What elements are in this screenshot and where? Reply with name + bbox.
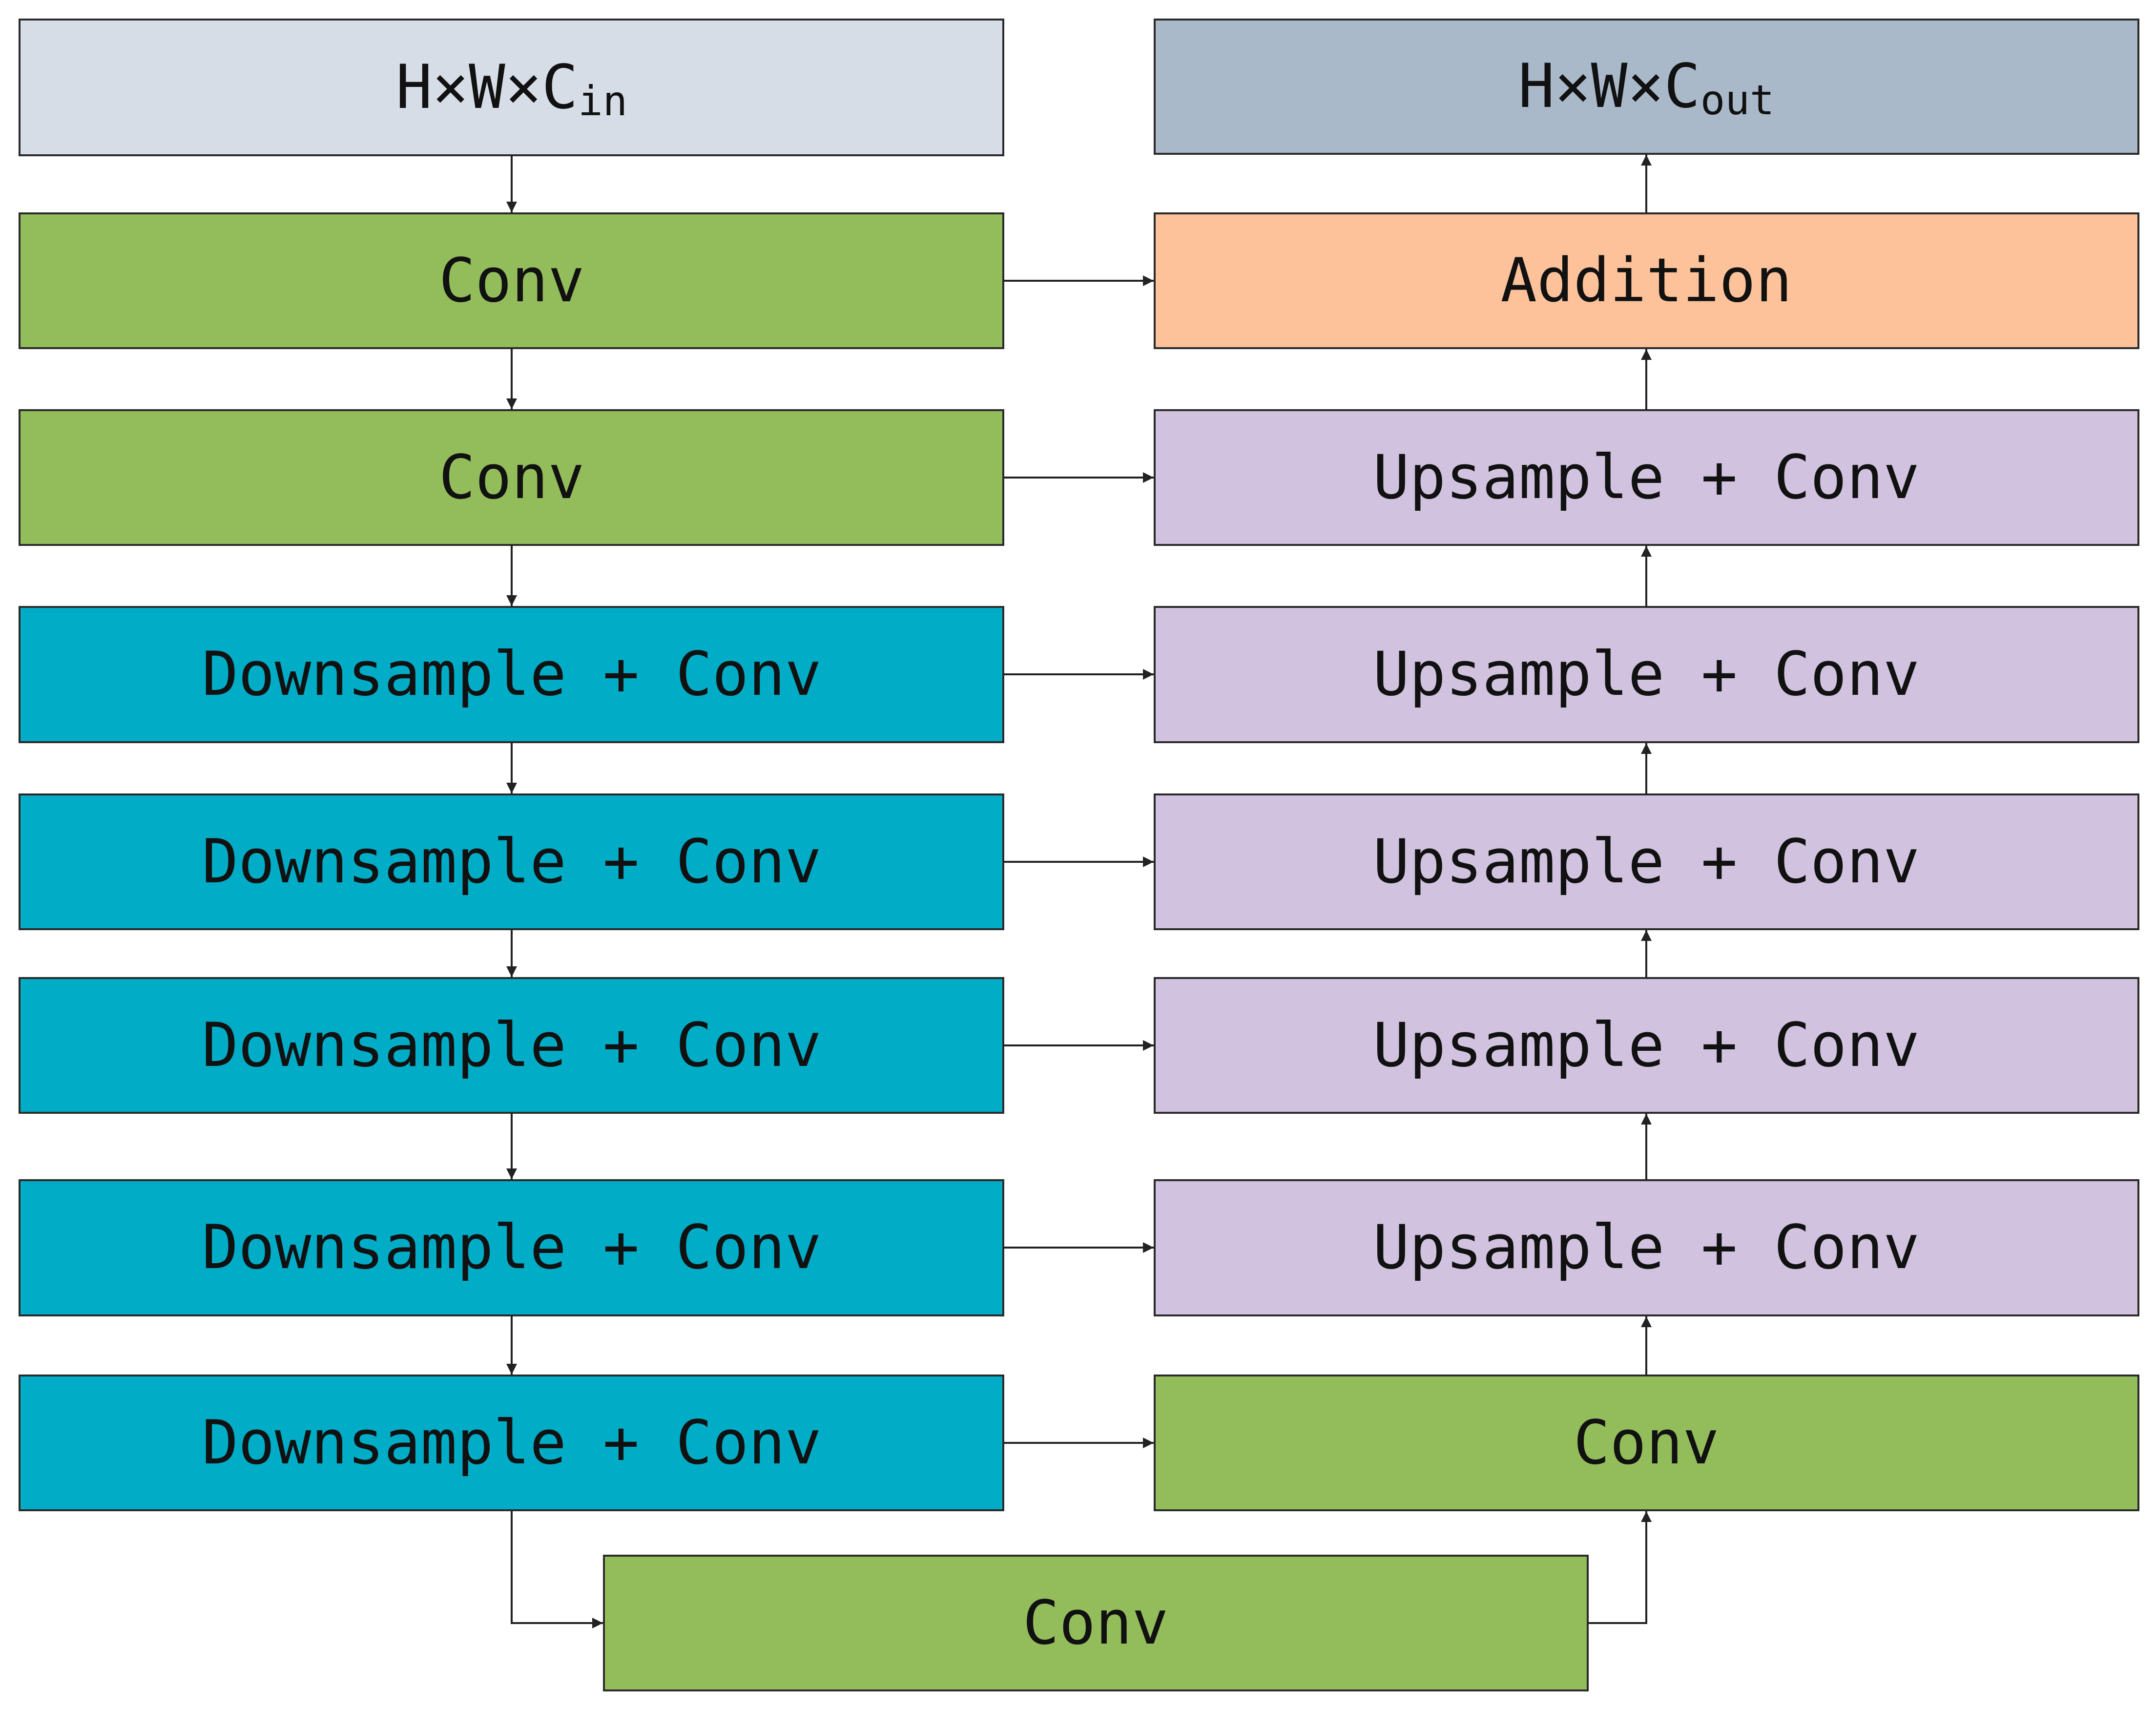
decoder-conv-block: Conv [1154,1375,2139,1511]
upsample-block-2: Upsample + Conv [1154,606,2139,743]
conv-block-2-label: Conv [439,442,585,513]
input-label: H×W×Cin [396,52,627,125]
downsample-block-1: Downsample + Conv [19,606,1004,743]
conv-block-2: Conv [19,409,1004,546]
addition-block: Addition [1154,212,2139,349]
bottleneck-conv-label: Conv [1023,1588,1169,1658]
output-label: H×W×Cout [1518,51,1775,124]
arrow-bottleneck-to-decoder-conv [1588,1511,1652,1624]
downsample-block-1-label: Downsample + Conv [202,639,821,709]
output-block: H×W×Cout [1154,19,2139,155]
upsample-block-3: Upsample + Conv [1154,793,2139,930]
downsample-block-4: Downsample + Conv [19,1179,1004,1316]
downsample-block-5: Downsample + Conv [19,1375,1004,1511]
upsample-block-1: Upsample + Conv [1154,409,2139,546]
downsample-block-4-label: Downsample + Conv [202,1212,821,1283]
input-block: H×W×Cin [19,19,1004,156]
upsample-block-5-label: Upsample + Conv [1373,1212,1920,1283]
addition-label: Addition [1500,246,1792,316]
downsample-block-5-label: Downsample + Conv [202,1408,821,1478]
downsample-block-2-label: Downsample + Conv [202,827,821,897]
downsample-block-3-label: Downsample + Conv [202,1010,821,1081]
conv-block-1-label: Conv [439,246,585,316]
decoder-conv-label: Conv [1574,1408,1720,1478]
upsample-block-5: Upsample + Conv [1154,1179,2139,1316]
bottleneck-conv-block: Conv [603,1555,1589,1691]
upsample-block-4: Upsample + Conv [1154,977,2139,1114]
downsample-block-2: Downsample + Conv [19,793,1004,930]
upsample-block-2-label: Upsample + Conv [1373,639,1920,709]
upsample-block-1-label: Upsample + Conv [1373,442,1920,513]
conv-block-1: Conv [19,212,1004,349]
arrow-down5-to-bottleneck [511,1510,603,1628]
upsample-block-3-label: Upsample + Conv [1373,827,1920,897]
upsample-block-4-label: Upsample + Conv [1373,1010,1920,1081]
downsample-block-3: Downsample + Conv [19,977,1004,1114]
